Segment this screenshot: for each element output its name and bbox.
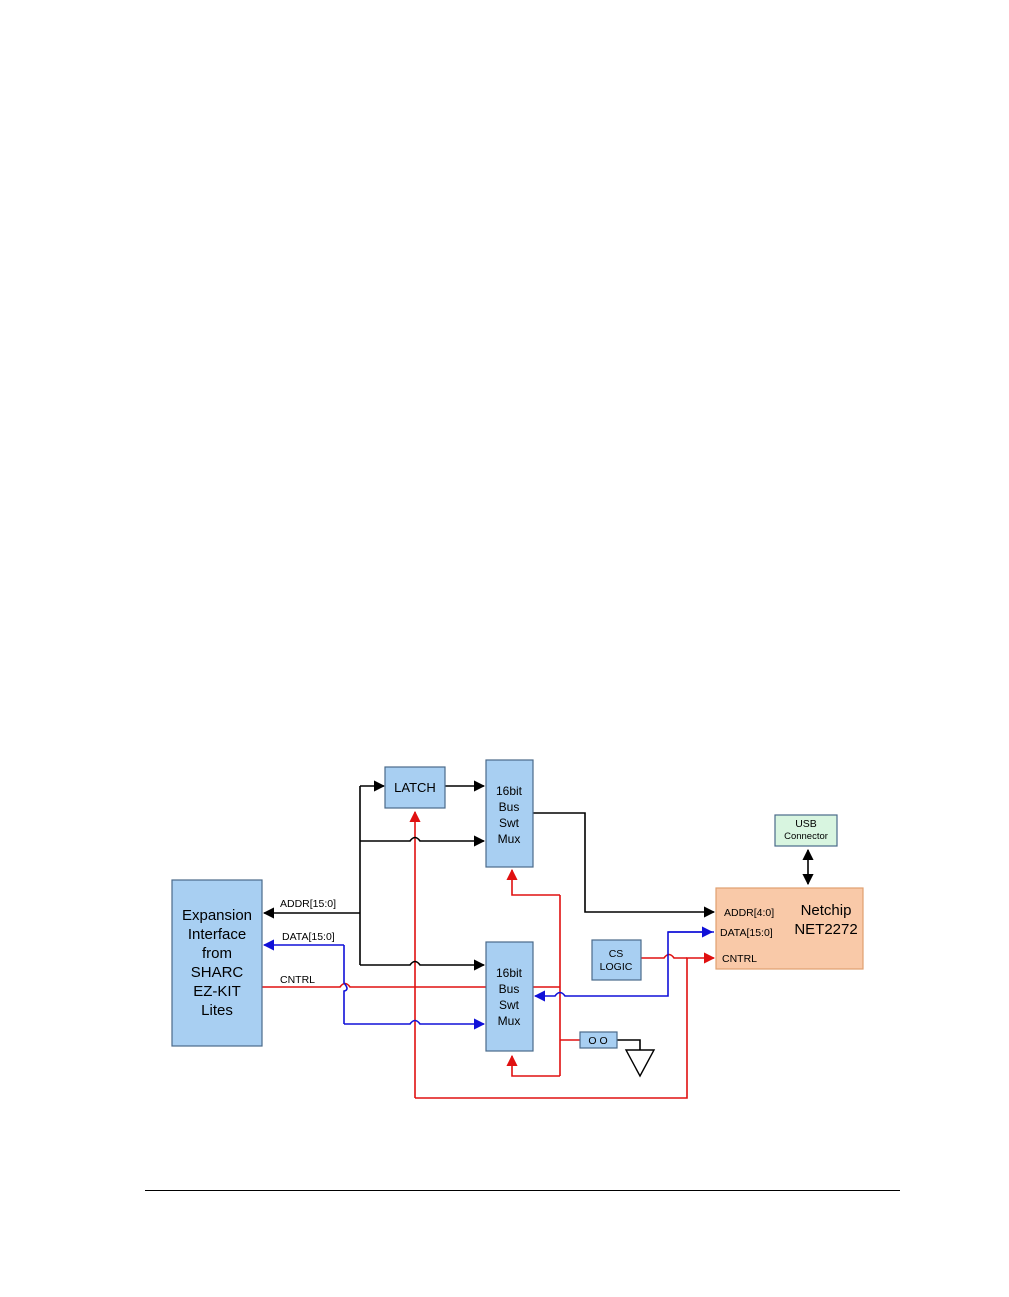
mux-top-label-0: 16bit: [496, 784, 523, 798]
expansion-interface-block: Expansion Interface from SHARC EZ-KIT Li…: [172, 880, 262, 1046]
cs-logic-label-0: CS: [609, 948, 624, 960]
footer-rule: [145, 1190, 900, 1191]
mux-top-label-1: Bus: [499, 800, 520, 814]
mux-bottom-block: 16bit Bus Swt Mux: [486, 942, 533, 1051]
mux-bottom-label-0: 16bit: [496, 966, 523, 980]
netchip-port-cntrl: CNTRL: [722, 953, 757, 965]
signal-label-cntrl: CNTRL: [280, 974, 315, 986]
mux-top-label-3: Mux: [498, 832, 521, 846]
expansion-label-1: Interface: [188, 926, 246, 943]
latch-label: LATCH: [394, 780, 436, 795]
netchip-title-1: NET2272: [794, 921, 857, 938]
netchip-title-0: Netchip: [801, 902, 852, 919]
mux-top-label-2: Swt: [499, 816, 520, 830]
mux-bottom-label-3: Mux: [498, 1014, 521, 1028]
usb-label-0: USB: [795, 818, 817, 830]
expansion-label-0: Expansion: [182, 907, 252, 924]
usb-label-1: Connector: [784, 831, 828, 842]
signal-label-addr: ADDR[15:0]: [280, 898, 336, 910]
expansion-label-5: Lites: [201, 1002, 233, 1019]
netchip-block: Netchip NET2272 ADDR[4:0] DATA[15:0] CNT…: [716, 888, 863, 969]
latch-block: LATCH: [385, 767, 445, 808]
usb-connector-block: USB Connector: [775, 815, 837, 846]
cs-logic-label-1: LOGIC: [600, 961, 633, 973]
signal-label-data: DATA[15:0]: [282, 931, 335, 943]
expansion-label-4: EZ-KIT: [193, 983, 241, 1000]
cs-logic-block: CS LOGIC: [592, 940, 641, 980]
mux-bottom-label-1: Bus: [499, 982, 520, 996]
mux-bottom-label-2: Swt: [499, 998, 520, 1012]
jumper-label: O O: [588, 1035, 607, 1047]
netchip-port-data: DATA[15:0]: [720, 927, 773, 939]
mux-top-block: 16bit Bus Swt Mux: [486, 760, 533, 867]
expansion-label-3: SHARC: [191, 964, 244, 981]
netchip-port-addr: ADDR[4:0]: [724, 907, 774, 919]
ground-symbol: [626, 1050, 654, 1076]
expansion-label-2: from: [202, 945, 232, 962]
jumper-block: O O: [580, 1032, 617, 1048]
